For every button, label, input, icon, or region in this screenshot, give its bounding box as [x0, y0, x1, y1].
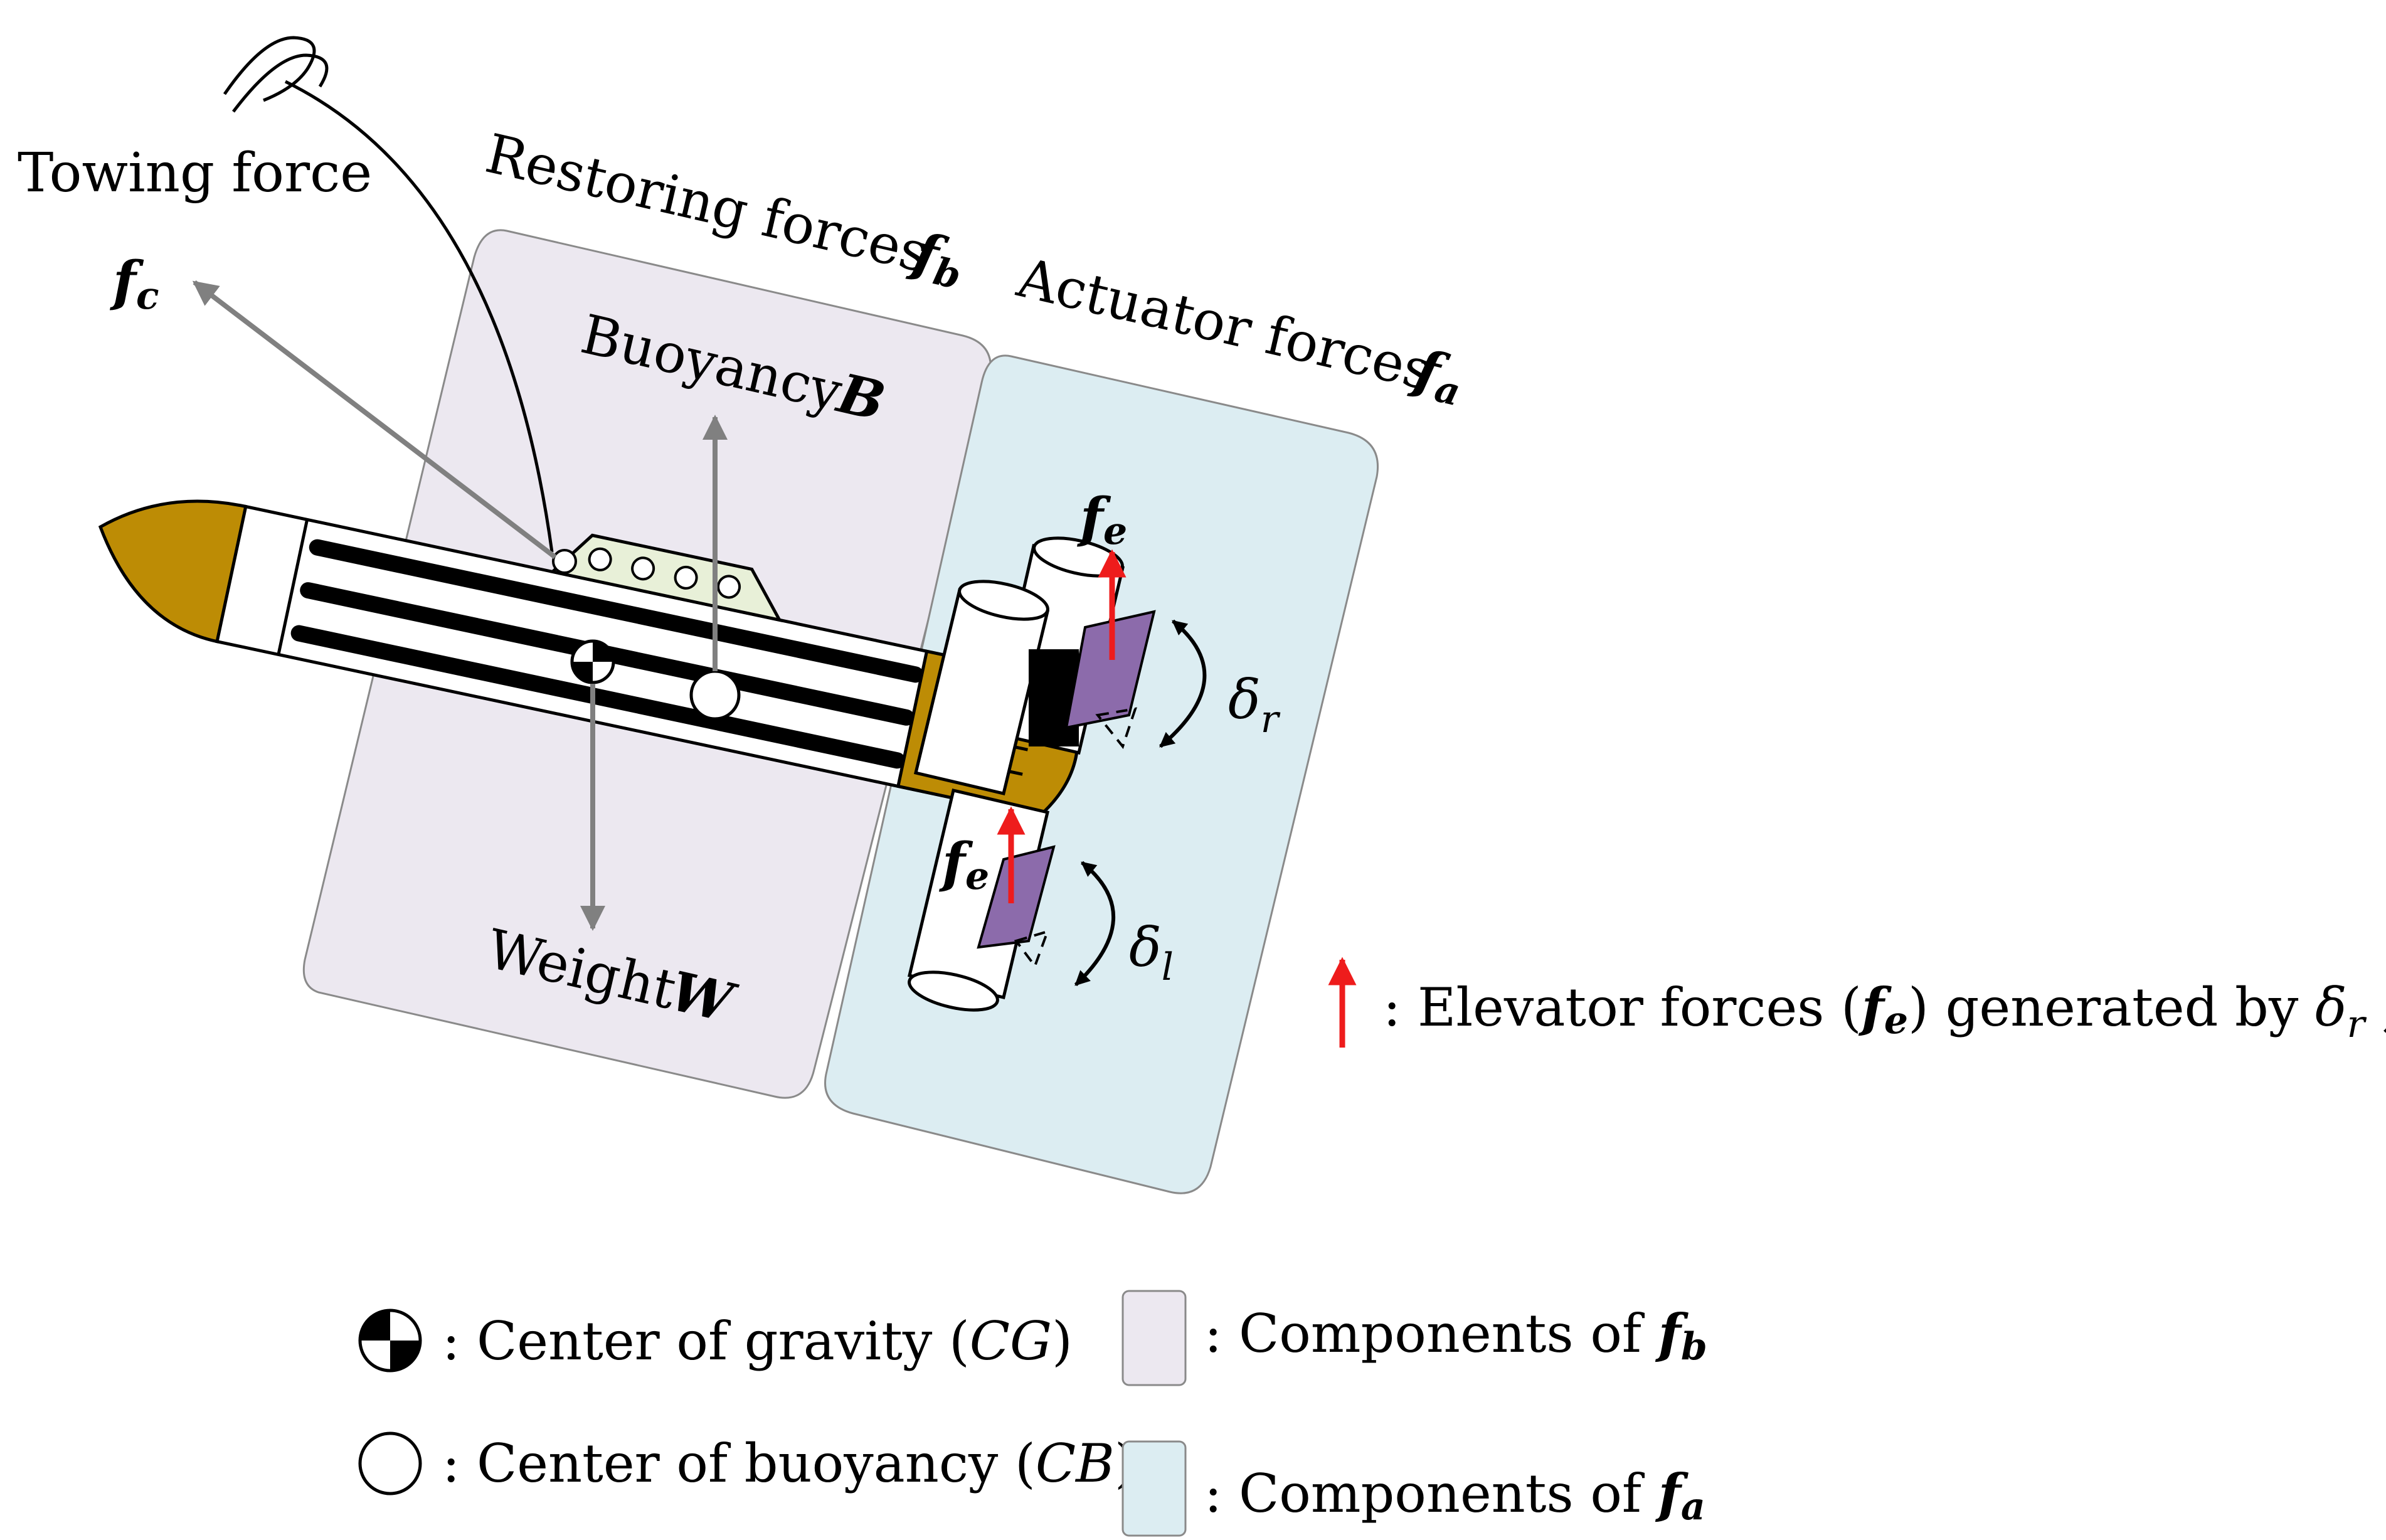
cable-break-symbol — [223, 36, 329, 113]
cable-attachment-point — [552, 549, 577, 574]
center-of-gravity-marker — [570, 639, 615, 684]
delta-r-label: δr — [1228, 669, 1281, 741]
legend-fb-text: : Components of fb — [1204, 1302, 1707, 1369]
legend-cb-icon — [358, 1431, 422, 1495]
delta-l-label: δl — [1129, 916, 1174, 989]
legend-fa-text: : Components of fa — [1204, 1462, 1705, 1529]
right-elevator — [913, 536, 1156, 796]
legend-elevator-text: : Elevator forces (fe) generated by δr ,… — [1383, 976, 2386, 1046]
f-c-label: fc — [109, 250, 159, 318]
center-of-buoyancy-marker — [689, 669, 741, 721]
towing-force-label: Towing force — [18, 142, 372, 204]
delta-l-rotation-arrow — [1074, 861, 1116, 987]
legend-cg-icon — [358, 1309, 422, 1373]
legend-cb-text: : Center of buoyancy (CB) — [442, 1433, 1135, 1494]
towing-cable — [284, 80, 554, 553]
delta-r-rotation-arrow — [1159, 619, 1207, 748]
legend-fa-swatch — [1121, 1440, 1187, 1537]
towing-force-arrow — [192, 280, 557, 560]
legend-cg-text: : Center of gravity (CG) — [442, 1310, 1073, 1372]
actuator-block — [1029, 649, 1079, 746]
legend-fb-swatch — [1121, 1290, 1187, 1386]
